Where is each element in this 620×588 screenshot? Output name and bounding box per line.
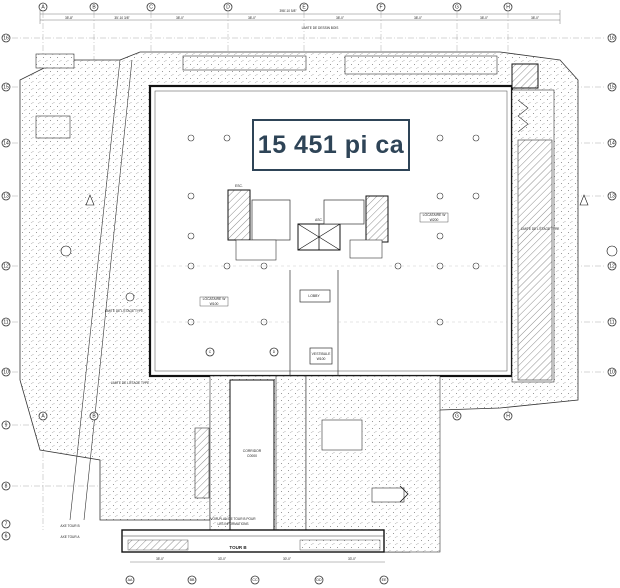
svg-text:6: 6 bbox=[5, 533, 8, 539]
area-label: 15 451 pi ca bbox=[257, 130, 405, 159]
top-dimensions bbox=[39, 10, 561, 24]
svg-text:11: 11 bbox=[609, 319, 614, 325]
svg-text:B: B bbox=[92, 413, 96, 419]
lower-grid-bubbles: A B G H C D bbox=[38, 347, 513, 421]
dim-2: 35'-10 3/8" bbox=[114, 16, 129, 20]
svg-text:EE: EE bbox=[382, 578, 387, 582]
limit-left-note: LIMITE DE L'ÉTAGE TYPE bbox=[105, 308, 144, 313]
svg-text:CC: CC bbox=[252, 578, 258, 582]
vestibule-label: VESTIBULE bbox=[312, 352, 331, 356]
svg-text:D: D bbox=[273, 350, 276, 354]
interior-grid bbox=[155, 265, 507, 323]
svg-text:G: G bbox=[455, 413, 459, 419]
col-label-e: E bbox=[302, 4, 306, 10]
vestibule-number: W100 bbox=[317, 357, 326, 361]
svg-text:C: C bbox=[209, 350, 212, 354]
svg-text:13: 13 bbox=[609, 193, 615, 199]
bottom-dim-1: 35'-0" bbox=[156, 557, 164, 561]
svg-text:A: A bbox=[41, 413, 45, 419]
bottom-grid-bubbles: AA BB CC DD EE bbox=[125, 575, 389, 585]
svg-text:BB: BB bbox=[190, 578, 195, 582]
see-plan-note-2: LES INFORMATIONS bbox=[217, 522, 248, 526]
dim-3: 38'-0" bbox=[176, 16, 184, 20]
col-label-b: B bbox=[92, 4, 96, 10]
limit-right-note: LIMITE DE L'ÉTAGE TYPE bbox=[521, 226, 560, 231]
room-number-w2: W200 bbox=[430, 218, 439, 222]
top-grid-bubbles: A B C D E F G H bbox=[38, 2, 513, 12]
axe-tour-note: AXE TOUR B bbox=[60, 524, 79, 528]
svg-text:15: 15 bbox=[609, 84, 615, 90]
bottom-dim-4: 33'-0" bbox=[348, 557, 356, 561]
top-note: LIMITE DE DESSIN BOIS bbox=[302, 26, 339, 30]
svg-text:16: 16 bbox=[609, 35, 615, 41]
svg-text:13: 13 bbox=[3, 193, 9, 199]
svg-text:H: H bbox=[506, 413, 510, 419]
top-dimension: 398'-10 5/8" bbox=[280, 9, 297, 13]
corridor-number: C0000 bbox=[247, 454, 257, 458]
dim-7: 38'-0" bbox=[480, 16, 488, 20]
svg-text:15: 15 bbox=[3, 84, 9, 90]
dim-1: 35'-8" bbox=[65, 16, 73, 20]
svg-text:16: 16 bbox=[3, 35, 9, 41]
inner-corridor bbox=[289, 270, 339, 376]
lobby-label: LOBBY bbox=[308, 294, 320, 298]
dim-8: 38'-0" bbox=[531, 16, 539, 20]
svg-text:12: 12 bbox=[609, 263, 615, 269]
col-label-f: F bbox=[379, 4, 382, 10]
left-row-bubbles: 16 15 14 13 12 11 10 9 8 7 6 bbox=[1, 33, 11, 541]
see-plan-note: VOIR PLAN DE TOUR B POUR bbox=[210, 517, 256, 521]
room-label-w2: LOCATAIRE W bbox=[423, 213, 447, 217]
tower-label: TOUR B bbox=[229, 545, 247, 550]
limit-bottom-note: LIMITE DE L'ÉTAGE TYPE bbox=[111, 380, 150, 385]
col-label-g: G bbox=[455, 4, 459, 10]
section-markers bbox=[60, 194, 618, 302]
col-label-h: H bbox=[506, 4, 510, 10]
right-row-bubbles: 16 15 14 13 12 11 10 bbox=[607, 33, 617, 377]
bottom-dim-2: 33'-0" bbox=[218, 557, 226, 561]
dim-5: 38'-0" bbox=[336, 16, 344, 20]
stair-label: ESC. bbox=[235, 184, 243, 188]
svg-text:14: 14 bbox=[3, 140, 9, 146]
svg-text:10: 10 bbox=[3, 369, 9, 375]
svg-text:7: 7 bbox=[5, 521, 8, 527]
tower-b-strip bbox=[121, 529, 385, 553]
axe-tour-note-2: AXE TOUR A bbox=[60, 535, 80, 539]
svg-text:12: 12 bbox=[3, 263, 9, 269]
room-number-w: W100 bbox=[210, 302, 219, 306]
bottom-dim-3: 30'-0" bbox=[283, 557, 291, 561]
lower-corridor bbox=[194, 375, 441, 553]
svg-text:9: 9 bbox=[5, 422, 8, 428]
svg-text:AA: AA bbox=[128, 578, 133, 582]
col-label-c: C bbox=[149, 4, 153, 10]
ramp-strip bbox=[511, 63, 555, 383]
room-label-w: LOCATAIRE W bbox=[203, 297, 227, 301]
corridor-label: CORRIDOR bbox=[243, 449, 262, 453]
area-callout: 15 451 pi ca bbox=[252, 119, 410, 171]
svg-text:14: 14 bbox=[609, 140, 615, 146]
col-label-d: D bbox=[226, 4, 230, 10]
svg-text:10: 10 bbox=[609, 369, 615, 375]
building-core bbox=[227, 189, 389, 261]
svg-text:11: 11 bbox=[3, 319, 8, 325]
svg-text:8: 8 bbox=[5, 483, 8, 489]
svg-text:DD: DD bbox=[316, 578, 322, 582]
dim-4: 38'-0" bbox=[248, 16, 256, 20]
elevator-label: ASC. bbox=[315, 218, 323, 222]
dim-6: 38'-0" bbox=[414, 16, 422, 20]
col-label-a: A bbox=[41, 4, 45, 10]
